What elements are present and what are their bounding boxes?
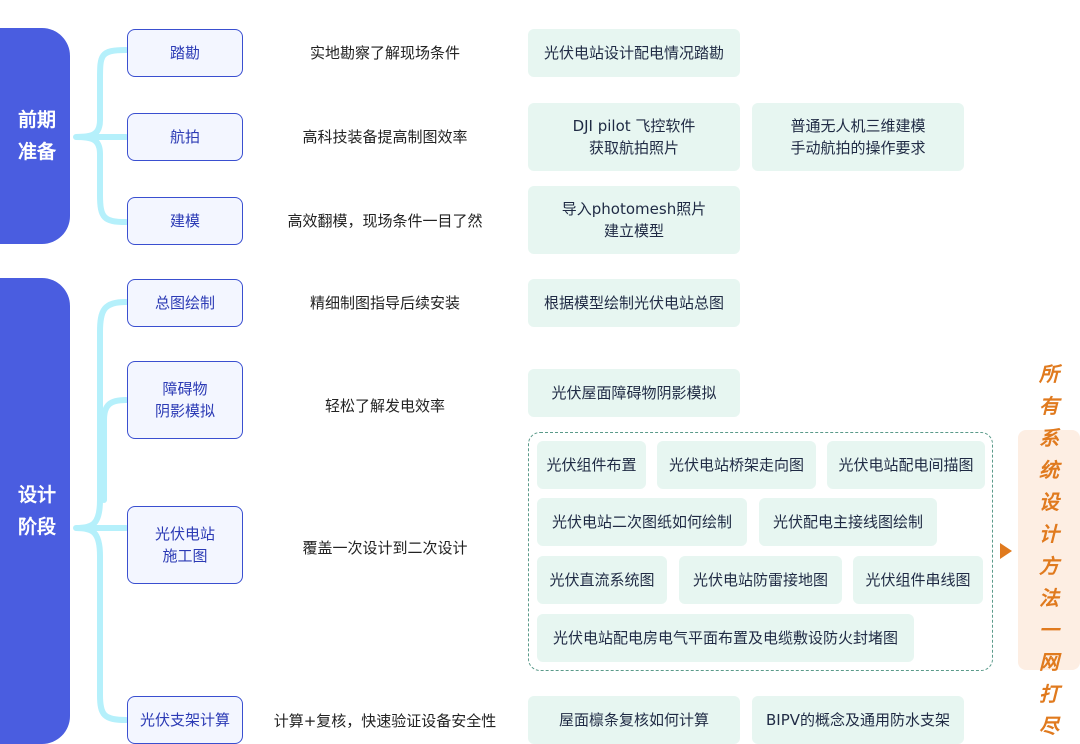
tag-aerial-dji: DJI pilot 飞控软件 获取航拍照片 (528, 103, 740, 171)
node-construction: 光伏电站 施工图 (127, 506, 243, 584)
arrow-right-icon (1000, 543, 1012, 559)
phase-design-line1: 设计 (17, 484, 56, 506)
connector-layout: 精细制图指导后续安装 (258, 292, 512, 314)
connector-layout-text: 精细制图指导后续安装 (307, 292, 462, 314)
node-bracket: 光伏支架计算 (127, 696, 243, 744)
connector-bracket: 计算+复核，快速验证设备安全性 (258, 710, 512, 732)
connector-survey-text: 实地勘察了解现场条件 (307, 42, 462, 64)
tag-shadow: 光伏屋面障碍物阴影模拟 (528, 369, 740, 417)
tag-modeling-line2: 建立模型 (603, 222, 664, 240)
result-box: 所有 系统 设计 方法 一网 打尽 (1018, 362, 1080, 738)
tag-bracket-purlin-text: 屋面檩条复核如何计算 (558, 711, 709, 729)
tag-layout: 根据模型绘制光伏电站总图 (528, 279, 740, 327)
tag-survey: 光伏电站设计配电情况踏勘 (528, 29, 740, 77)
tag-construction-2: 光伏电站桥架走向图 (657, 441, 816, 489)
node-aerial-label: 航拍 (169, 128, 200, 146)
phase-prep-line2: 准备 (17, 141, 56, 163)
tag-construction-4: 光伏电站二次图纸如何绘制 (537, 498, 747, 546)
node-layout-label: 总图绘制 (154, 294, 215, 312)
tag-bracket-bipv-text: BIPV的概念及通用防水支架 (765, 711, 951, 729)
result-line-6: 打尽 (1039, 682, 1059, 738)
tag-construction-9-text: 光伏电站配电房电气平面布置及电缆敷设防火封堵图 (552, 629, 898, 647)
tag-construction-8-text: 光伏组件串线图 (865, 571, 971, 589)
tag-shadow-text: 光伏屋面障碍物阴影模拟 (551, 384, 717, 402)
result-line-1: 所有 (1039, 362, 1059, 418)
connector-modeling-text: 高效翻模，现场条件一目了然 (285, 210, 485, 232)
tag-construction-2-text: 光伏电站桥架走向图 (668, 456, 804, 474)
node-layout: 总图绘制 (127, 279, 243, 327)
phase-design: 设计阶段 (0, 278, 70, 744)
tag-construction-1-text: 光伏组件布置 (546, 456, 637, 474)
tag-construction-7-text: 光伏电站防雷接地图 (692, 571, 828, 589)
tag-construction-4-text: 光伏电站二次图纸如何绘制 (551, 513, 732, 531)
tag-bracket-bipv: BIPV的概念及通用防水支架 (752, 696, 964, 744)
result-line-2: 系统 (1039, 426, 1059, 482)
node-modeling-label: 建模 (169, 212, 200, 230)
tag-construction-1: 光伏组件布置 (537, 441, 646, 489)
node-shadow-line2: 阴影模拟 (154, 402, 215, 420)
tag-construction-7: 光伏电站防雷接地图 (679, 556, 842, 604)
tag-survey-text: 光伏电站设计配电情况踏勘 (543, 44, 724, 62)
result-line-3: 设计 (1039, 490, 1059, 546)
node-aerial: 航拍 (127, 113, 243, 161)
tag-construction-6: 光伏直流系统图 (537, 556, 667, 604)
result-line-5: 一网 (1039, 618, 1059, 674)
tag-aerial-dji-line2: 获取航拍照片 (588, 139, 679, 157)
connector-construction-text: 覆盖一次设计到二次设计 (300, 537, 470, 559)
tag-construction-8: 光伏组件串线图 (853, 556, 983, 604)
connector-construction: 覆盖一次设计到二次设计 (258, 537, 512, 559)
connector-modeling: 高效翻模，现场条件一目了然 (258, 210, 512, 232)
tag-modeling: 导入photomesh照片 建立模型 (528, 186, 740, 254)
tag-modeling-line1: 导入photomesh照片 (561, 200, 707, 218)
phase-prep-line1: 前期 (17, 109, 56, 131)
node-construction-line2: 施工图 (162, 547, 208, 565)
connector-bracket-text: 计算+复核，快速验证设备安全性 (271, 710, 499, 732)
tag-aerial-manual-line2: 手动航拍的操作要求 (790, 139, 926, 157)
node-survey: 踏勘 (127, 29, 243, 77)
node-bracket-label: 光伏支架计算 (139, 711, 230, 729)
connector-aerial-text: 高科技装备提高制图效率 (300, 126, 470, 148)
node-construction-line1: 光伏电站 (154, 525, 215, 543)
construction-group (528, 432, 993, 671)
tag-construction-6-text: 光伏直流系统图 (549, 571, 655, 589)
tag-construction-3-text: 光伏电站配电间描图 (838, 456, 974, 474)
tag-construction-9: 光伏电站配电房电气平面布置及电缆敷设防火封堵图 (537, 614, 914, 662)
tag-aerial-dji-line1: DJI pilot 飞控软件 (572, 117, 696, 135)
node-shadow: 障碍物 阴影模拟 (127, 361, 243, 439)
phase-prep: 前期准备 (0, 28, 70, 244)
node-survey-label: 踏勘 (169, 44, 200, 62)
tag-aerial-manual-line1: 普通无人机三维建模 (790, 117, 926, 135)
tag-construction-5-text: 光伏配电主接线图绘制 (772, 513, 923, 531)
connector-survey: 实地勘察了解现场条件 (258, 42, 512, 64)
tag-aerial-manual: 普通无人机三维建模 手动航拍的操作要求 (752, 103, 964, 171)
phase-design-line2: 阶段 (17, 516, 56, 538)
tag-construction-3: 光伏电站配电间描图 (827, 441, 985, 489)
connector-aerial: 高科技装备提高制图效率 (258, 126, 512, 148)
node-modeling: 建模 (127, 197, 243, 245)
result-line-4: 方法 (1039, 554, 1059, 610)
connector-shadow: 轻松了解发电效率 (258, 395, 512, 417)
tag-construction-5: 光伏配电主接线图绘制 (759, 498, 937, 546)
tag-layout-text: 根据模型绘制光伏电站总图 (543, 294, 724, 312)
connector-shadow-text: 轻松了解发电效率 (322, 395, 447, 417)
tag-bracket-purlin: 屋面檩条复核如何计算 (528, 696, 740, 744)
node-shadow-line1: 障碍物 (162, 380, 208, 398)
